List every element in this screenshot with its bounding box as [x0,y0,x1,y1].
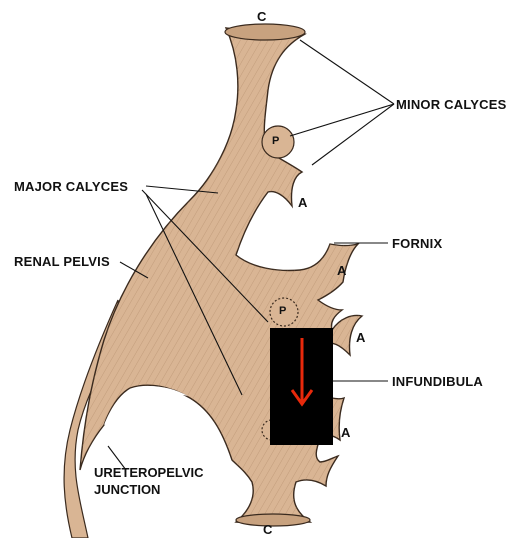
tissue-texture [80,28,362,523]
calyx-letter-a1: A [298,195,307,210]
label-ureteropelvic: URETEROPELVIC [94,464,204,481]
label-junction: JUNCTION [94,481,160,498]
calyx-letter-a3: A [356,330,365,345]
label-renal-pelvis: RENAL PELVIS [14,254,110,269]
calyx-letter-c-bottom: C [263,522,272,537]
papilla-letter-p1: P [272,135,279,147]
bottom-calyx-cup [236,514,310,526]
label-infundibula: INFUNDIBULA [392,374,483,389]
calyx-letter-a2: A [337,263,346,278]
calyx-letter-a4: A [341,425,350,440]
label-fornix: FORNIX [392,236,442,251]
top-calyx-cup [225,24,305,40]
down-arrow-icon [270,328,333,445]
calyx-letter-c-top: C [257,9,266,24]
papilla-letter-p2: P [279,305,286,317]
label-major-calyces: MAJOR CALYCES [14,179,128,194]
highlight-overlay-box [270,328,333,445]
label-minor-calyces: MINOR CALYCES [396,97,506,112]
